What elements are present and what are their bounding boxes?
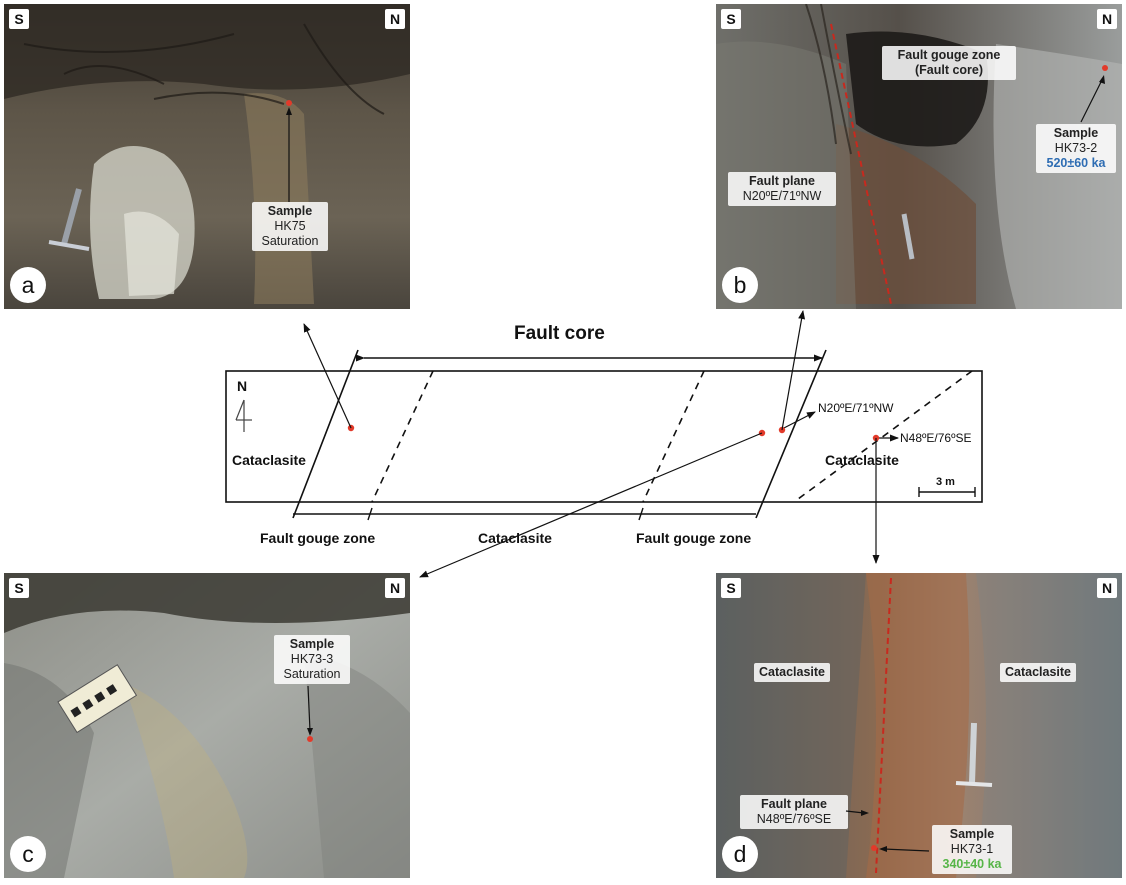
fault-plane-2-line [793, 370, 973, 503]
sample-label-b: Sample HK73-2 520±60 ka [1036, 124, 1116, 173]
fault-core-label: Fault core [514, 323, 605, 344]
north-arrow-icon [235, 399, 252, 432]
photo-panel-b: S N Fault gouge zone (Fault core) Fault … [716, 4, 1122, 309]
sample-dot-b [1102, 65, 1108, 71]
scale-bar [918, 487, 976, 497]
direction-north-c: N [385, 578, 405, 598]
photo-panel-d: S N Cataclasite Cataclasite Fault plane … [716, 573, 1122, 878]
bottom-zone-gouge-right: Fault gouge zone [636, 530, 752, 546]
sample-dot-c [307, 736, 313, 742]
panel-letter-c: c [10, 836, 46, 872]
plane-1-label: N20ºE/71ºNW [818, 401, 894, 415]
cataclasite-left-label-d: Cataclasite [754, 663, 831, 682]
north-label: N [237, 378, 248, 394]
fault-plane-label-b: Fault plane N20ºE/71ºNW [728, 172, 836, 206]
plane-2-label: N48ºE/76ºSE [900, 431, 972, 445]
left-cataclasite-label: Cataclasite [232, 452, 306, 468]
fault-plane-label-d: Fault plane N48ºE/76ºSE [740, 795, 848, 829]
leader-to-panel-a [303, 323, 352, 429]
direction-north-d: N [1097, 578, 1117, 598]
sample-label-a: Sample HK75 Saturation [252, 202, 328, 251]
sample-dot-a [286, 100, 292, 106]
bottom-zone-gouge-left: Fault gouge zone [260, 530, 376, 546]
direction-north-a: N [385, 9, 405, 29]
bracket-tick-1 [367, 507, 373, 521]
cataclasite-right-label-d: Cataclasite [1000, 663, 1077, 682]
panel-letter-a: a [10, 267, 46, 303]
sample-label-d: Sample HK73-1 340±40 ka [932, 825, 1012, 874]
outcrop-photo-a [4, 4, 410, 309]
sample-dot-d [871, 845, 877, 851]
gouge-boundary-right [642, 370, 705, 503]
sample-arrow-c [307, 685, 313, 736]
outcrop-photo-d [716, 573, 1122, 878]
direction-south-a: S [9, 9, 29, 29]
plane-1-arrow [781, 411, 816, 430]
sample-arrow-b [1080, 75, 1105, 123]
fault-boundary-right [755, 349, 827, 519]
sample-label-c: Sample HK73-3 Saturation [274, 635, 350, 684]
photo-panel-c: S N Sample HK73-3 Saturation c [4, 573, 410, 878]
direction-south-b: S [721, 9, 741, 29]
direction-north-b: N [1097, 9, 1117, 29]
bracket-tick-2 [638, 507, 644, 521]
direction-south-d: S [721, 578, 741, 598]
scale-label: 3 m [936, 476, 955, 488]
photo-panel-a: S N Sample HK75 Saturation a [4, 4, 410, 309]
leader-to-panel-b [781, 310, 806, 431]
panel-letter-d: d [722, 836, 758, 872]
fault-boundary-left [292, 349, 359, 519]
gouge-zone-label-b: Fault gouge zone (Fault core) [882, 46, 1016, 80]
leader-to-panel-c [419, 432, 763, 578]
outcrop-photo-c [4, 573, 410, 878]
direction-south-c: S [9, 578, 29, 598]
sample-arrow-d [845, 810, 930, 852]
bottom-zone-cataclasite: Cataclasite [478, 530, 552, 546]
gouge-boundary-left [371, 370, 434, 503]
right-cataclasite-label: Cataclasite [825, 452, 899, 468]
panel-letter-b: b [722, 267, 758, 303]
section-box [225, 370, 983, 503]
sample-arrow-a [286, 107, 292, 202]
